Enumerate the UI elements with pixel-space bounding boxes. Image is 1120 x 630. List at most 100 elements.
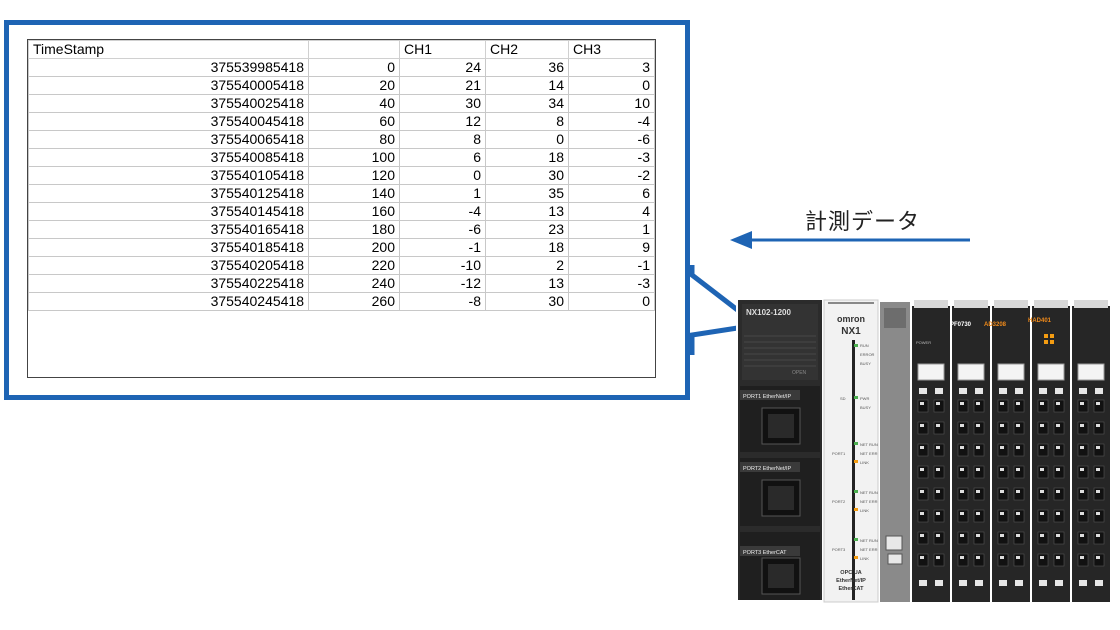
- table-cell: 375540165418: [28, 220, 309, 239]
- open-label: OPEN: [792, 370, 807, 376]
- header-timestamp: TimeStamp: [28, 40, 309, 59]
- table-cell: 120: [308, 166, 400, 185]
- opcua-logo: OPC UA: [840, 570, 861, 576]
- table-cell: 375540085418: [28, 148, 309, 167]
- table-cell: 18: [485, 238, 569, 257]
- series-label: NX1: [841, 326, 861, 337]
- model-label: NX102-1200: [746, 308, 791, 317]
- table-cell: 1: [399, 184, 486, 203]
- brand-logo: omron: [837, 314, 865, 324]
- table-cell: 180: [308, 220, 400, 239]
- port2-led-netrun: NET RUN: [860, 490, 878, 495]
- table-cell: -2: [568, 166, 655, 185]
- led-sd-busy: BUSY: [860, 405, 871, 410]
- table-cell: 375540105418: [28, 166, 309, 185]
- table-cell: 6: [568, 184, 655, 203]
- table-cell: 20: [308, 76, 400, 95]
- table-cell: -8: [399, 292, 486, 311]
- port1-label: PORT1 EtherNet/IP: [743, 394, 792, 400]
- table-cell: 375540065418: [28, 130, 309, 149]
- port1-led-neterr: NET ERR: [860, 451, 878, 456]
- led-busy: BUSY: [860, 361, 871, 366]
- header-ch1: CH1: [399, 40, 486, 59]
- table-cell: 220: [308, 256, 400, 275]
- table-cell: 14: [485, 76, 569, 95]
- cpu-front-panel: [823, 299, 879, 603]
- port2-label: PORT2 EtherNet/IP: [743, 466, 792, 472]
- table-cell: 8: [485, 112, 569, 131]
- table-cell: -12: [399, 274, 486, 293]
- table-cell: 6: [399, 148, 486, 167]
- header-blank: [308, 40, 400, 59]
- led-error: ERROR: [860, 352, 875, 357]
- table-cell: 375540045418: [28, 112, 309, 131]
- header-ch2: CH2: [485, 40, 569, 59]
- power-label: POWER: [916, 340, 931, 345]
- table-cell: 60: [308, 112, 400, 131]
- table-cell: 24: [399, 58, 486, 77]
- port-block: PORT1 EtherNet/IP PORT2 EtherNet/IP PORT…: [740, 386, 820, 600]
- table-cell: 0: [568, 76, 655, 95]
- left-arrow-icon: [730, 231, 970, 249]
- table-cell: 34: [485, 94, 569, 113]
- port3-short: PORT3: [832, 547, 846, 552]
- table-cell: -1: [399, 238, 486, 257]
- table-cell: -1: [568, 256, 655, 275]
- table-cell: 36: [485, 58, 569, 77]
- table-cell: 0: [308, 58, 400, 77]
- table-cell: 0: [568, 292, 655, 311]
- table-cell: 100: [308, 148, 400, 167]
- table-cell: 3: [568, 58, 655, 77]
- table-cell: 140: [308, 184, 400, 203]
- table-cell: 13: [485, 202, 569, 221]
- unit-had401-label: HAD401: [1028, 318, 1052, 324]
- table-cell: -4: [568, 112, 655, 131]
- table-cell: 375540205418: [28, 256, 309, 275]
- table-cell: 12: [399, 112, 486, 131]
- ethercat-logo: EtherCAT: [839, 586, 865, 592]
- table-cell: 9: [568, 238, 655, 257]
- table-cell: 240: [308, 274, 400, 293]
- table-cell: 200: [308, 238, 400, 257]
- table-cell: 1: [568, 220, 655, 239]
- table-cell: -4: [399, 202, 486, 221]
- header-ch3: CH3: [568, 40, 655, 59]
- table-cell: 375540245418: [28, 292, 309, 311]
- table-cell: 30: [399, 94, 486, 113]
- io-unit-module: [952, 300, 990, 602]
- port3-led-link: LINK: [860, 556, 869, 561]
- table-cell: -3: [568, 148, 655, 167]
- measurement-data-label: 計測データ: [805, 210, 921, 235]
- io-unit-module: [992, 300, 1030, 602]
- port2-led-neterr: NET ERR: [860, 499, 878, 504]
- table-cell: 10: [568, 94, 655, 113]
- table-cell: 23: [485, 220, 569, 239]
- omron-nx1-controller: NX102-1200 OPEN PORT1 EtherNet/IP PORT2 …: [736, 296, 1120, 608]
- table-cell: 160: [308, 202, 400, 221]
- port3-led-netrun: NET RUN: [860, 538, 878, 543]
- bus-connector: [880, 302, 910, 602]
- table-cell: -10: [399, 256, 486, 275]
- led-run: RUN: [860, 343, 869, 348]
- table-cell: 21: [399, 76, 486, 95]
- table-cell: 80: [308, 130, 400, 149]
- table-cell: -6: [568, 130, 655, 149]
- table-cell: 2: [485, 256, 569, 275]
- io-unit-module: [912, 300, 950, 602]
- sd-label: SD: [840, 396, 846, 401]
- led-pwr: PWR: [860, 396, 869, 401]
- port2-short: PORT2: [832, 499, 846, 504]
- table-cell: 4: [568, 202, 655, 221]
